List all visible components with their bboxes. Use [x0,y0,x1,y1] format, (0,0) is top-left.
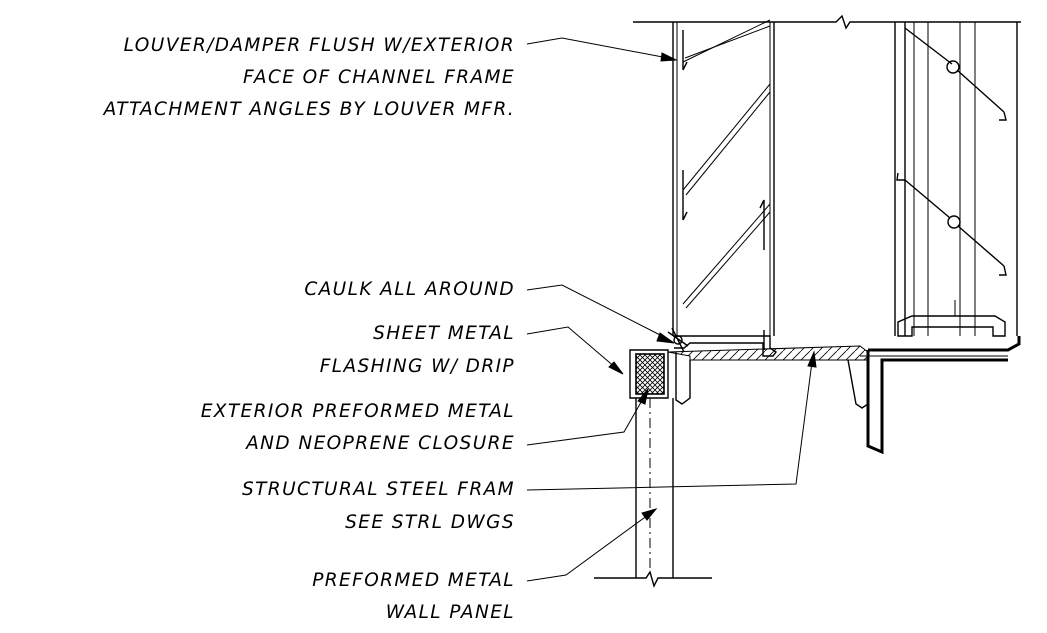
sill-plate [667,345,869,361]
arrowhead-louver [660,52,678,62]
note-steel-line-1: STRUCTURAL STEEL FRAM [242,479,515,500]
closure-and-panel [594,349,712,588]
arrowhead-caulk [656,332,675,344]
damper-assembly [894,22,1018,337]
break-line-top [633,14,1021,30]
sill-flashing [667,336,1021,455]
closure-frame [629,349,669,399]
note-steel: STRUCTURAL STEEL FRAM SEE STRL DWGS [242,479,515,533]
note-louver: LOUVER/DAMPER FLUSH W/EXTERIOR FACE OF C… [103,35,515,120]
arrowhead-flashing [608,361,624,375]
note-panel-line-1: PREFORMED METAL [312,570,515,591]
flashing-to-damper [868,336,1021,352]
note-louver-line-3: ATTACHMENT ANGLES BY LOUVER MFR. [103,99,515,120]
note-louver-line-2: FACE OF CHANNEL FRAME [243,67,515,88]
note-caulk: CAULK ALL AROUND [304,279,515,300]
leader-flashing [526,326,617,369]
note-closure-line-1: EXTERIOR PREFORMED METAL [201,401,515,422]
note-flashing: SHEET METAL FLASHING W/ DRIP [320,323,515,377]
note-louver-line-1: LOUVER/DAMPER FLUSH W/EXTERIOR [124,35,515,56]
leader-panel [526,514,649,582]
leader-louver [526,37,669,59]
damper-blade-2 [904,179,1007,276]
note-caulk-line-1: CAULK ALL AROUND [304,279,515,300]
note-steel-line-2: SEE STRL DWGS [345,512,515,533]
damper-blade-1 [904,27,1007,121]
leader-lines [526,37,817,582]
note-flashing-line-1: SHEET METAL [373,323,515,344]
note-panel: PREFORMED METAL WALL PANEL [312,570,515,623]
neoprene-closure [635,353,665,395]
leader-caulk [526,284,667,339]
note-panel-line-2: WALL PANEL [386,602,515,623]
louver-assembly [633,14,1021,357]
leader-closure [526,396,645,446]
leader-steel [526,361,813,491]
drip-leg [675,352,691,405]
note-closure: EXTERIOR PREFORMED METAL AND NEOPRENE CL… [201,401,515,454]
arrowhead-panel [641,508,658,521]
steel-angle [866,350,1008,455]
break-line-bottom [594,570,712,588]
note-closure-line-2: AND NEOPRENE CLOSURE [245,433,515,454]
note-flashing-line-2: FLASHING W/ DRIP [320,356,515,377]
fastener [667,327,689,353]
